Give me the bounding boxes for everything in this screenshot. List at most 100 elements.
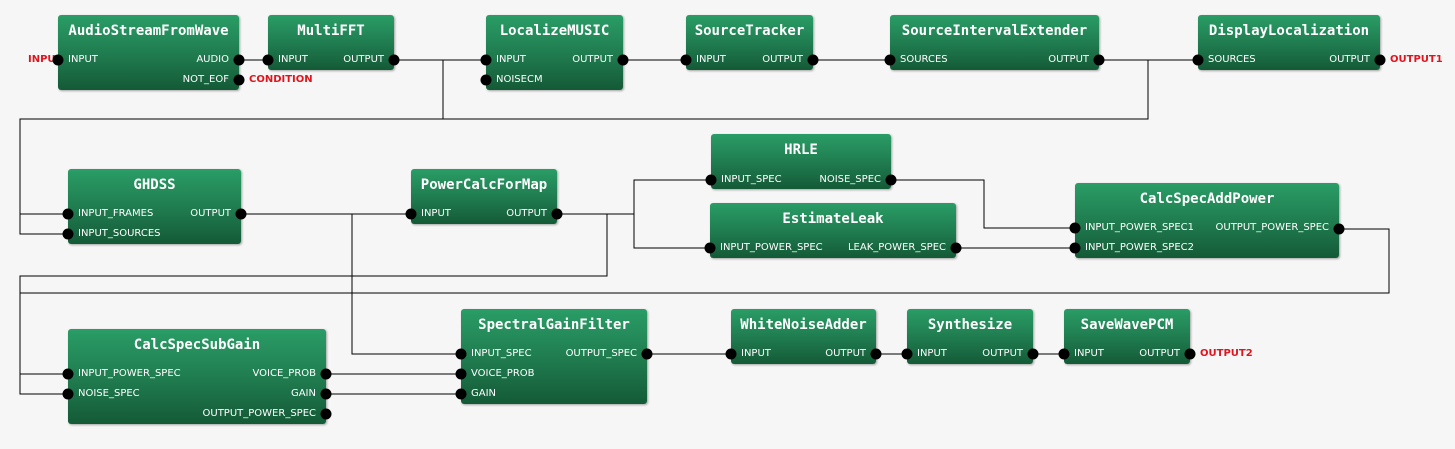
external-condition-label: CONDITION (249, 74, 313, 85)
port-dot-interval-output[interactable] (1093, 54, 1105, 66)
port-dot-whitenoise-input[interactable] (725, 348, 737, 360)
port-dot-localize-noisecm[interactable] (480, 74, 492, 86)
port-dot-localize-input[interactable] (480, 54, 492, 66)
port-label-output: OUTPUT (572, 54, 613, 65)
port-dot-synth-input[interactable] (901, 348, 913, 360)
port-dot-subgain-output-power-spec[interactable] (320, 408, 332, 420)
node-title: GHDSS (133, 177, 176, 193)
node-whitenoiseadder[interactable]: WhiteNoiseAdder INPUT OUTPUT (731, 309, 876, 364)
port-label-input: INPUT (696, 54, 726, 65)
port-dot-display-sources[interactable] (1192, 54, 1204, 66)
port-label-input-power-spec1: INPUT_POWER_SPEC1 (1085, 222, 1194, 233)
port-dot-audiostream-audio[interactable] (233, 54, 245, 66)
wire-addpower-to-subgain (19, 228, 1390, 395)
port-label-voice-prob: VOICE_PROB (252, 368, 317, 379)
port-dot-subgain-input-power-spec[interactable] (62, 368, 74, 380)
port-label-output: OUTPUT (1048, 54, 1089, 65)
port-dot-synth-output[interactable] (1027, 348, 1039, 360)
port-label-sources: SOURCES (900, 54, 948, 65)
node-powercalcformap[interactable]: PowerCalcForMap INPUT OUTPUT (411, 169, 557, 224)
port-label-input-sources: INPUT_SOURCES (78, 228, 161, 239)
node-title: MultiFFT (297, 23, 365, 39)
port-dot-addpower-output[interactable] (1333, 223, 1345, 235)
node-audiostreamfromwave[interactable]: AudioStreamFromWave INPUT AUDIO NOT_EOF (58, 15, 239, 90)
port-label-voice-prob: VOICE_PROB (471, 368, 535, 379)
port-label-output: OUTPUT (190, 208, 231, 219)
port-label-input-spec: INPUT_SPEC (721, 174, 782, 185)
node-estimateleak[interactable]: EstimateLeak INPUT_POWER_SPEC LEAK_POWER… (710, 203, 956, 258)
node-title: Synthesize (927, 317, 1013, 333)
port-label-input: INPUT (421, 208, 451, 219)
node-sourcetracker[interactable]: SourceTracker INPUT OUTPUT (686, 15, 813, 70)
node-title: WhiteNoiseAdder (740, 317, 867, 333)
port-dot-ghdss-output[interactable] (235, 208, 247, 220)
port-dot-ghdss-input-sources[interactable] (62, 228, 74, 240)
port-label-leak-power-spec: LEAK_POWER_SPEC (847, 242, 946, 253)
port-dot-hrle-input-spec[interactable] (705, 174, 717, 186)
port-dot-spectral-gain[interactable] (455, 388, 467, 400)
external-output2-label: OUTPUT2 (1200, 348, 1253, 359)
node-multifft[interactable]: MultiFFT INPUT OUTPUT (268, 15, 394, 70)
node-title: SpectralGainFilter (478, 317, 630, 333)
port-dot-multifft-output[interactable] (388, 54, 400, 66)
port-dot-save-input[interactable] (1058, 348, 1070, 360)
port-dot-hrle-noise-spec[interactable] (885, 174, 897, 186)
port-dot-interval-sources[interactable] (884, 54, 896, 66)
port-label-noise-spec: NOISE_SPEC (819, 174, 881, 185)
port-dot-tracker-input[interactable] (680, 54, 692, 66)
node-title: CalcSpecSubGain (133, 337, 261, 353)
port-dot-ghdss-input-frames[interactable] (62, 208, 74, 220)
port-dot-audiostream-not-eof[interactable] (233, 74, 245, 86)
port-dot-leak-input[interactable] (704, 242, 716, 254)
node-title: SourceIntervalExtender (901, 23, 1088, 39)
node-title: LocalizeMUSIC (499, 23, 610, 39)
port-dot-whitenoise-output[interactable] (870, 348, 882, 360)
port-label-input: INPUT (917, 348, 947, 359)
node-title: SourceTracker (694, 23, 805, 39)
port-dot-subgain-gain[interactable] (320, 388, 332, 400)
port-dot-spectral-voice-prob[interactable] (455, 368, 467, 380)
port-dot-tracker-output[interactable] (807, 54, 819, 66)
port-label-output-power-spec: OUTPUT_POWER_SPEC (202, 408, 317, 419)
port-dot-spectral-output-spec[interactable] (641, 348, 653, 360)
port-dot-display-output[interactable] (1374, 54, 1386, 66)
node-savewavepcm[interactable]: SaveWavePCM INPUT OUTPUT (1064, 309, 1190, 364)
port-dot-save-output[interactable] (1184, 348, 1196, 360)
port-label-input-frames: INPUT_FRAMES (78, 208, 154, 219)
port-label-output-power-spec: OUTPUT_POWER_SPEC (1215, 222, 1330, 233)
port-label-input: INPUT (1074, 348, 1104, 359)
port-label-gain: GAIN (471, 388, 497, 399)
port-dot-addpower-input2[interactable] (1069, 242, 1081, 254)
external-output1-label: OUTPUT1 (1390, 54, 1443, 65)
port-dot-powercalc-output[interactable] (551, 208, 563, 220)
node-title: HRLE (784, 142, 818, 158)
port-dot-leak-output[interactable] (950, 242, 962, 254)
port-dot-multifft-input[interactable] (262, 54, 274, 66)
node-title: EstimateLeak (782, 211, 884, 227)
node-localizemusic[interactable]: LocalizeMUSIC INPUT NOISECM OUTPUT (486, 15, 623, 90)
port-label-input-power-spec: INPUT_POWER_SPEC (720, 242, 823, 253)
port-dot-spectral-input-spec[interactable] (455, 348, 467, 360)
port-dot-subgain-voice-prob[interactable] (320, 368, 332, 380)
port-dot-audiostream-input[interactable] (52, 54, 64, 66)
port-dot-powercalc-input[interactable] (405, 208, 417, 220)
node-title: CalcSpecAddPower (1139, 191, 1275, 207)
port-label-input: INPUT (496, 54, 526, 65)
node-title: SaveWavePCM (1080, 317, 1174, 333)
node-synthesize[interactable]: Synthesize INPUT OUTPUT (907, 309, 1033, 364)
node-hrle[interactable]: HRLE INPUT_SPEC NOISE_SPEC (711, 134, 891, 189)
port-dot-subgain-noise-spec[interactable] (62, 388, 74, 400)
node-sourceintervalextender[interactable]: SourceIntervalExtender SOURCES OUTPUT (890, 15, 1099, 70)
node-title: AudioStreamFromWave (68, 23, 229, 39)
node-displaylocalization[interactable]: DisplayLocalization SOURCES OUTPUT (1198, 15, 1380, 70)
port-dot-addpower-input1[interactable] (1069, 222, 1081, 234)
wire-interval-to-ghdss (19, 59, 1149, 235)
node-calcspecaddpower[interactable]: CalcSpecAddPower INPUT_POWER_SPEC1 INPUT… (1075, 183, 1339, 258)
node-title: DisplayLocalization (1208, 23, 1370, 39)
node-calcspecsubgain[interactable]: CalcSpecSubGain INPUT_POWER_SPEC NOISE_S… (68, 329, 326, 424)
port-label-noise-spec: NOISE_SPEC (78, 388, 140, 399)
port-dot-localize-output[interactable] (617, 54, 629, 66)
node-spectralgainfilter[interactable]: SpectralGainFilter INPUT_SPEC VOICE_PROB… (461, 309, 647, 404)
node-ghdss[interactable]: GHDSS INPUT_FRAMES INPUT_SOURCES OUTPUT (68, 169, 241, 244)
